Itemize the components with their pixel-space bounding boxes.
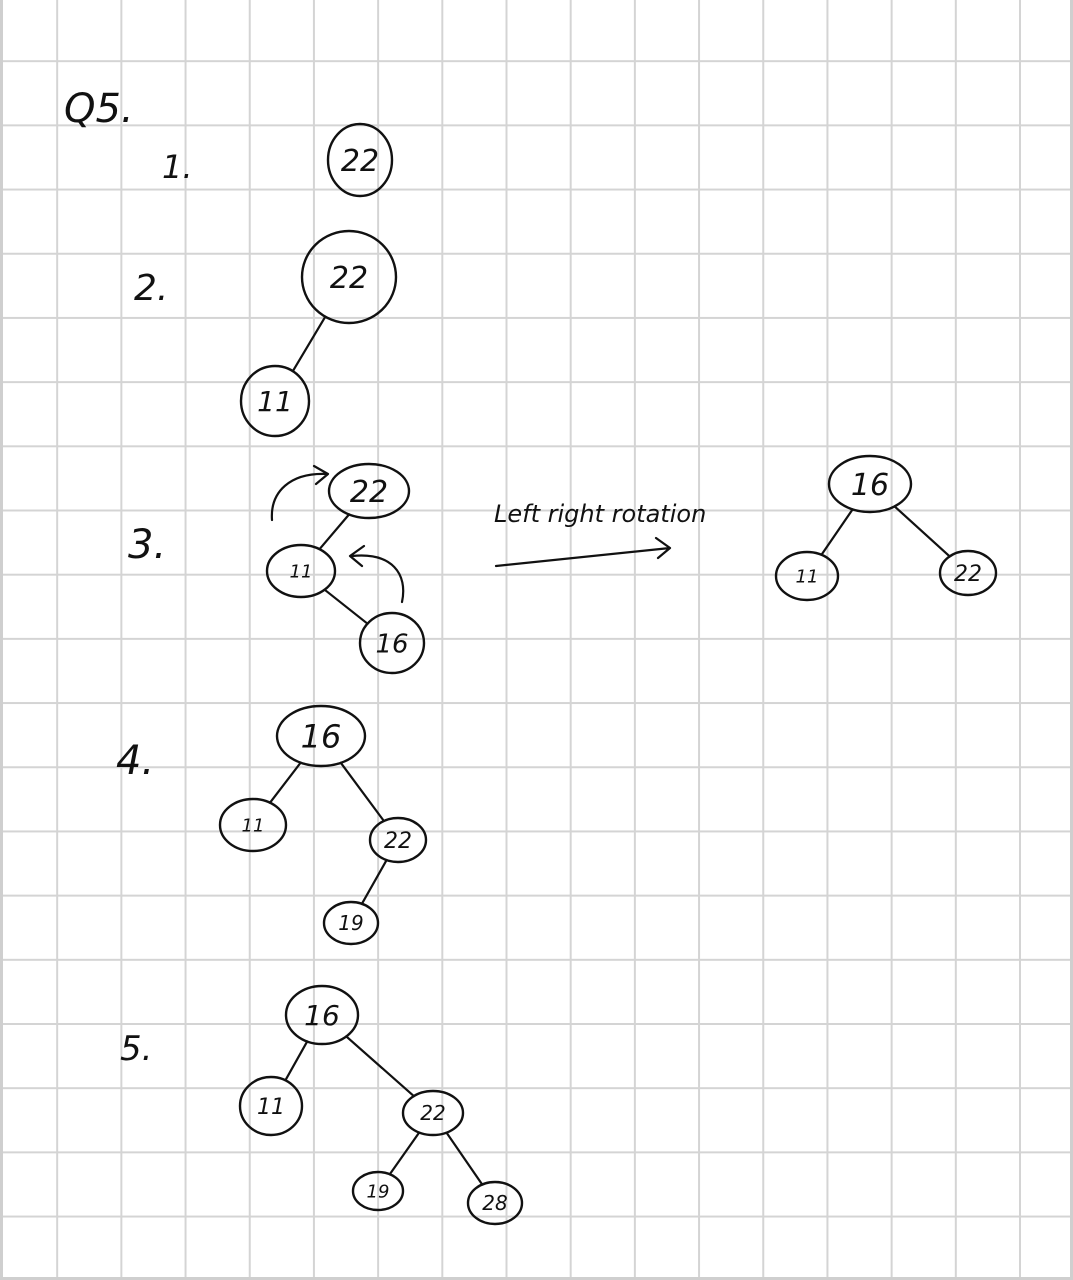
node-circle — [238, 1075, 304, 1137]
step-label-2: 2. — [134, 268, 168, 309]
node-value: 16 — [304, 999, 340, 1032]
tree-edge-s2-22-to-s2-11 — [291, 315, 327, 373]
tree-node-s5-11: 11 — [238, 1075, 304, 1137]
tree-edge-s4-16-to-s4-11 — [268, 761, 302, 804]
node-value: 19 — [367, 1181, 390, 1202]
tree-edge-s4-22-to-s4-19 — [360, 858, 388, 905]
tree-node-s3r-11: 11 — [774, 550, 840, 602]
node-circle — [368, 816, 428, 864]
node-value: 11 — [257, 385, 293, 418]
rotation-curve-arrow-upper — [270, 464, 330, 522]
node-value: 22 — [341, 144, 379, 179]
node-value: 16 — [375, 629, 408, 659]
node-circle — [358, 611, 426, 675]
node-value: 16 — [851, 468, 889, 503]
tree-edge-s3-22-to-s3-11 — [318, 513, 351, 551]
node-circle — [827, 454, 913, 514]
tree-edges — [268, 315, 951, 1186]
rotation-label: Left right rotation — [494, 500, 706, 528]
node-circle — [774, 550, 840, 602]
node-circle — [466, 1180, 524, 1226]
tree-node-s3-11: 11 — [265, 543, 337, 599]
node-value: 22 — [384, 829, 412, 854]
tree-edge-s5-22-to-s5-19 — [388, 1131, 421, 1176]
node-value: 22 — [330, 261, 368, 296]
step-label-5: 5. — [120, 1029, 152, 1069]
tree-node-s3-16: 16 — [358, 611, 426, 675]
node-value: 22 — [954, 562, 982, 587]
node-value: 22 — [420, 1101, 445, 1125]
node-circle — [239, 364, 311, 438]
node-value: 19 — [338, 911, 363, 935]
rotation-annotation: Left right rotation — [270, 464, 706, 604]
node-value: 11 — [257, 1095, 285, 1120]
node-circle — [275, 704, 367, 768]
node-value: 22 — [350, 475, 388, 510]
rotation-arrow — [494, 536, 672, 568]
tree-node-s3-22: 22 — [327, 462, 411, 520]
tree-edge-s3r-16-to-s3r-11 — [820, 508, 854, 556]
tree-edge-s4-16-to-s4-22 — [339, 761, 385, 823]
question-label: Q5. — [64, 86, 134, 132]
tree-node-s3r-16: 16 — [827, 454, 913, 514]
tree-node-s3r-22: 22 — [938, 549, 998, 597]
node-circle — [938, 549, 998, 597]
tree-edge-s3-11-to-s3-16 — [323, 588, 369, 625]
tree-edge-s5-16-to-s5-11 — [284, 1040, 309, 1082]
tree-node-s5-28: 28 — [466, 1180, 524, 1226]
tree-node-s4-16: 16 — [275, 704, 367, 768]
tree-node-s5-22: 22 — [401, 1089, 465, 1137]
tree-node-s4-11: 11 — [218, 797, 288, 853]
node-value: 11 — [242, 815, 265, 836]
tree-node-s1-22: 22 — [326, 122, 394, 198]
node-circle — [351, 1170, 405, 1212]
tree-node-s5-16: 16 — [284, 984, 360, 1046]
node-value: 11 — [290, 561, 313, 582]
node-value: 16 — [301, 718, 342, 756]
node-circle — [218, 797, 288, 853]
node-circle — [322, 900, 380, 946]
node-circle — [300, 229, 398, 325]
node-circle — [326, 122, 394, 198]
rotation-curve-arrow-lower — [348, 544, 405, 604]
node-circle — [401, 1089, 465, 1137]
node-circle — [327, 462, 411, 520]
tree-node-s4-22: 22 — [368, 816, 428, 864]
node-circle — [265, 543, 337, 599]
step-label-4: 4. — [116, 738, 154, 784]
tree-node-s2-11: 11 — [239, 364, 311, 438]
step-label-1: 1. — [162, 148, 193, 186]
step-label-3: 3. — [128, 522, 166, 568]
node-value: 11 — [796, 566, 819, 587]
tree-node-s5-19: 19 — [351, 1170, 405, 1212]
tree-edge-s5-16-to-s5-22 — [345, 1035, 415, 1098]
tree-node-s2-22: 22 — [300, 229, 398, 325]
tree-edge-s3r-16-to-s3r-22 — [893, 505, 951, 558]
node-circle — [284, 984, 360, 1046]
tree-edge-s5-22-to-s5-28 — [445, 1131, 484, 1186]
tree-node-s4-19: 19 — [322, 900, 380, 946]
node-value: 28 — [482, 1191, 507, 1215]
tree-nodes: 22 22 11 22 11 16 16 11 22 16 11 22 19 16 11 22 19 28 — [218, 122, 998, 1226]
